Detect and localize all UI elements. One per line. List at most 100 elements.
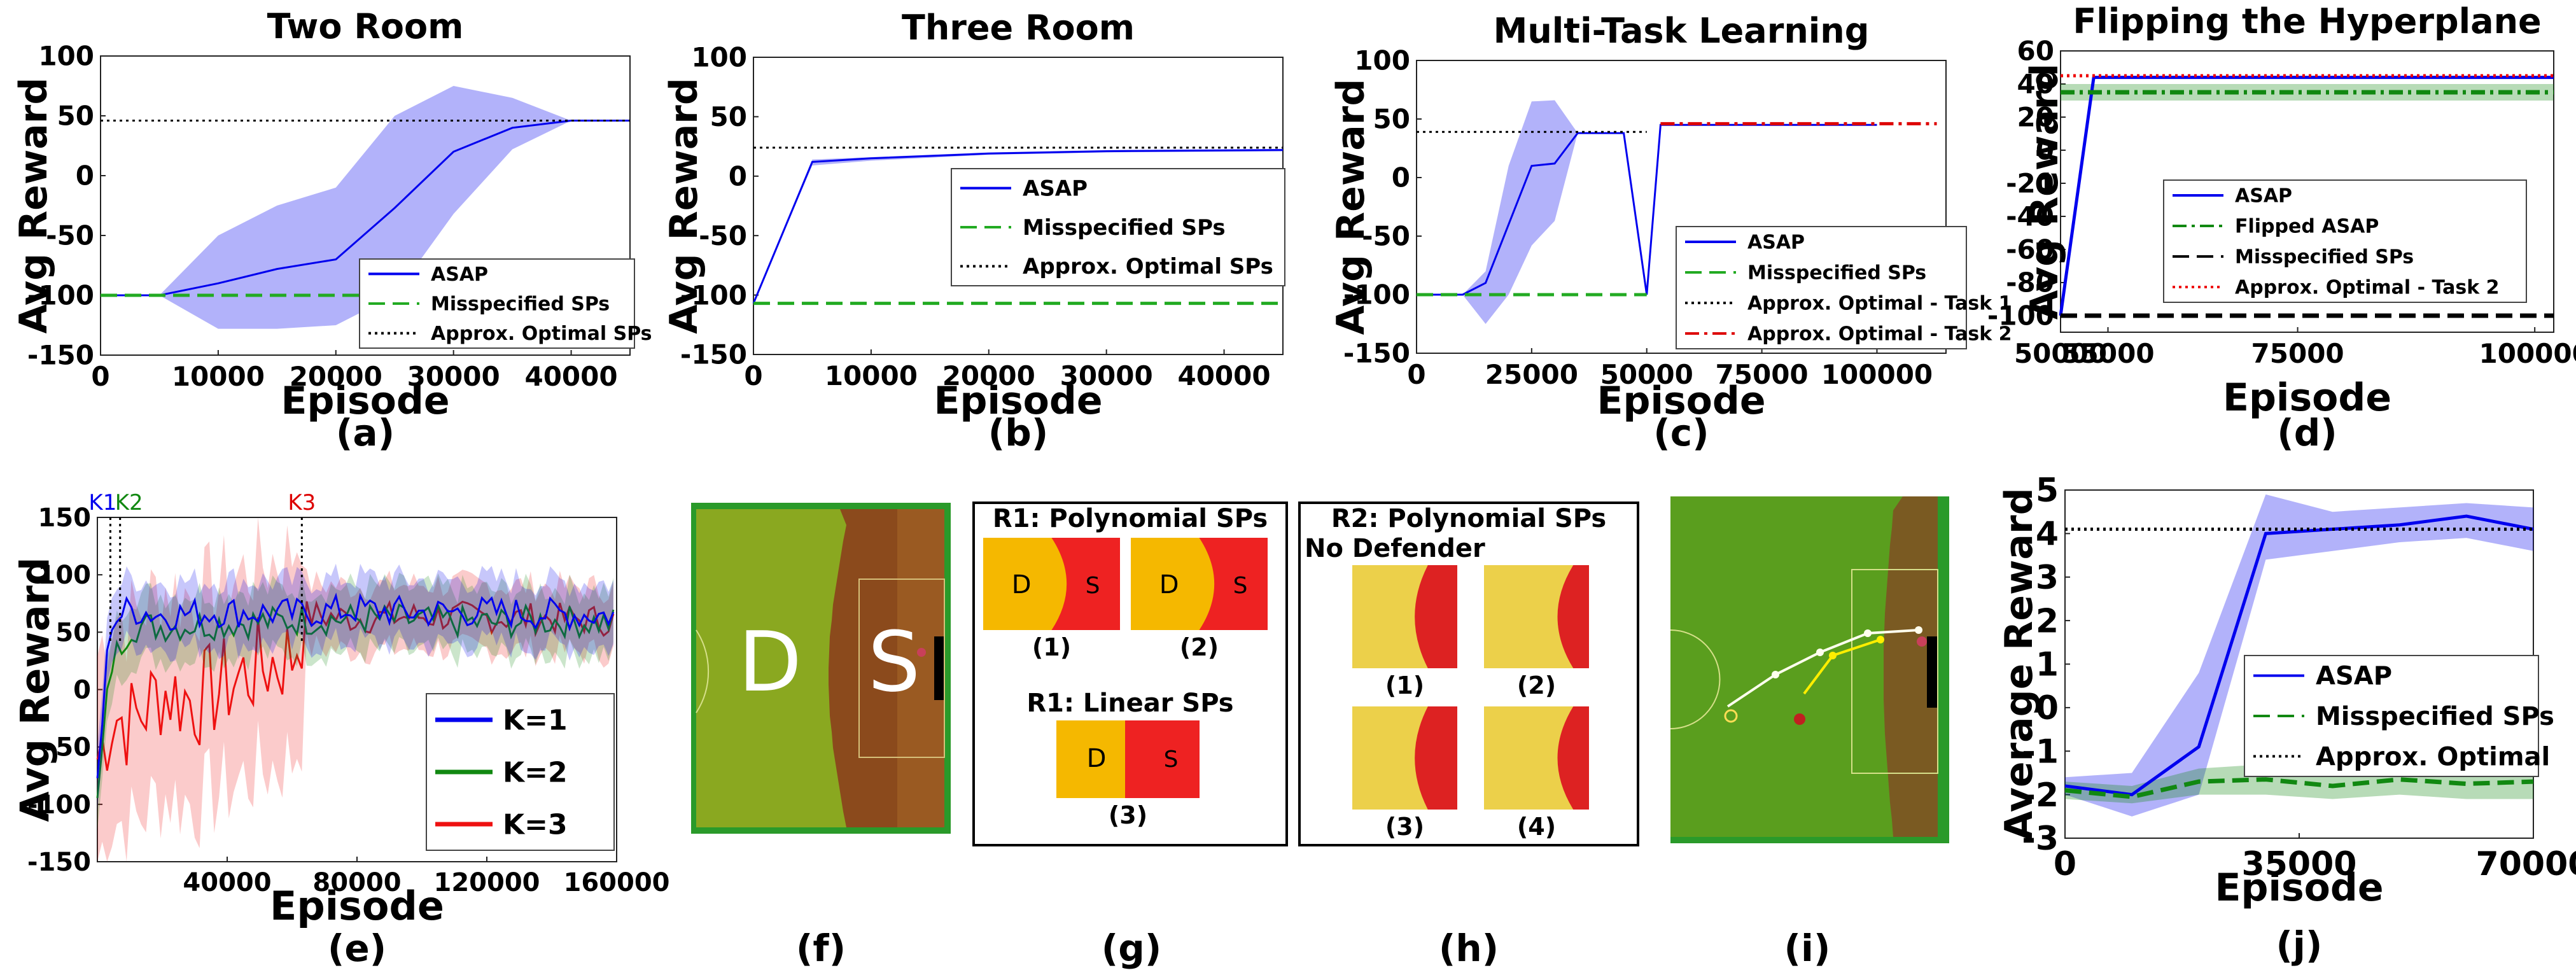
y-tick-label: -1 xyxy=(2022,733,2059,771)
y-tick-label: 0 xyxy=(729,161,747,192)
y-tick-label: 0 xyxy=(1392,162,1410,193)
panel-caption: (d) xyxy=(2277,411,2337,454)
x-tick-label: 35000 xyxy=(2242,845,2357,883)
panel-caption: (b) xyxy=(988,411,1049,454)
ball xyxy=(1917,636,1927,647)
legend-label: K=2 xyxy=(503,756,568,789)
y-tick-label: 20 xyxy=(2017,102,2054,133)
sp-region-s xyxy=(1415,706,1457,810)
y-tick-label: -150 xyxy=(27,340,94,371)
x-tick-label: 40000 xyxy=(183,868,271,897)
y-tick-label: 0 xyxy=(2036,135,2054,166)
sp-region-s xyxy=(1415,565,1457,668)
y-tick-label: 3 xyxy=(2036,559,2059,597)
striker-region xyxy=(1884,496,1938,837)
y-axis-label: Avg Reward xyxy=(12,557,59,822)
tile-caption: (3) xyxy=(1385,813,1424,841)
legend-label: K=3 xyxy=(503,808,568,841)
chart-title: Two Room xyxy=(267,6,464,46)
tile-label-s: S xyxy=(1086,573,1100,599)
legend-box xyxy=(1676,226,1967,349)
goal xyxy=(934,636,944,700)
trajectory-arrow xyxy=(1803,654,1834,695)
y-tick-label: 50 xyxy=(1373,104,1410,135)
marker-label: K1 xyxy=(88,490,116,516)
x-tick-label: 40000 xyxy=(1177,360,1270,391)
y-tick-label: -3 xyxy=(2022,820,2059,858)
y-tick-label: -100 xyxy=(27,280,94,311)
tile-label-d: D xyxy=(1012,570,1032,600)
x-tick-label: 20000 xyxy=(290,361,382,392)
x-tick-label: 40000 xyxy=(524,361,617,392)
x-axis-label: Episode xyxy=(2215,866,2383,910)
y-tick-label: 50 xyxy=(57,101,94,132)
y-tick-label: -20 xyxy=(2006,168,2054,199)
h-heading-1: R2: Polynomial SPs xyxy=(1331,504,1606,533)
panel-caption: (i) xyxy=(1784,927,1831,970)
x-tick-label: 30000 xyxy=(407,361,500,392)
panel-caption: (g) xyxy=(1102,927,1162,970)
series-line-asap xyxy=(2064,514,2534,797)
g-heading-1: R1: Polynomial SPs xyxy=(993,504,1268,533)
x-tick-label: 0 xyxy=(2054,845,2076,883)
legend-label: ASAP xyxy=(1747,232,1805,254)
trajectory-arrow xyxy=(1832,638,1881,657)
x-tick-label: 100000 xyxy=(2479,338,2576,369)
x-tick-label: 0 xyxy=(1407,359,1425,390)
chart-title: Flipping the Hyperplane xyxy=(2073,1,2541,41)
sp-region-s xyxy=(1125,720,1200,798)
x-tick-label: 0 xyxy=(744,360,762,391)
y-tick-label: -60 xyxy=(2006,234,2054,265)
series-line-K=3 xyxy=(96,600,615,771)
sp-region-s xyxy=(1557,706,1589,810)
trajectory-arrow xyxy=(1775,651,1821,676)
region-label-s: S xyxy=(868,614,921,710)
region-label-d: D xyxy=(738,614,802,710)
y-tick-label: 100 xyxy=(38,41,94,72)
y-tick-label: -100 xyxy=(27,790,91,820)
y-axis-label: Avg Reward xyxy=(662,78,706,334)
tile-label-d: D xyxy=(1087,744,1107,773)
trajectory-arrow xyxy=(1867,629,1919,635)
striker-region xyxy=(829,509,897,827)
x-axis-label: Episode xyxy=(270,883,444,929)
x-tick-label: 0 xyxy=(91,361,109,392)
y-tick-label: 100 xyxy=(38,561,92,590)
y-axis-label: Avg Reward xyxy=(1329,79,1373,335)
y-tick-label: -50 xyxy=(45,733,91,762)
penalty-box xyxy=(1851,569,1938,774)
panel-caption: (f) xyxy=(796,927,846,970)
center-circle xyxy=(696,629,710,713)
h-heading-2: No Defender xyxy=(1305,534,1485,563)
panel-caption: (j) xyxy=(2276,923,2323,967)
x-axis-label: Episode xyxy=(281,379,449,423)
series-line-asap xyxy=(752,149,1284,304)
series-line-asap xyxy=(101,120,630,297)
noise-band xyxy=(97,572,613,831)
legend-label: ASAP xyxy=(2235,185,2292,207)
chart-title: Three Room xyxy=(902,8,1135,48)
confidence-band xyxy=(2065,494,2533,817)
x-tick-label: 75000 xyxy=(1716,359,1809,390)
trajectory-arrow xyxy=(1726,673,1777,708)
series-line-misspecified-sps xyxy=(2064,777,2534,799)
x-tick-label: 70000 xyxy=(2476,845,2576,883)
confidence-band xyxy=(1417,100,1877,324)
tile-caption: (1) xyxy=(1385,671,1424,699)
y-axis-label: Avg Reward xyxy=(2022,64,2067,320)
tile-caption: (4) xyxy=(1517,813,1556,841)
y-tick-label: 0 xyxy=(2036,689,2059,727)
y-tick-label: 4 xyxy=(2036,516,2059,554)
y-tick-label: -80 xyxy=(2006,267,2054,298)
legend-label: Approx. Optimal - Task 2 xyxy=(1747,323,2012,346)
arrow-head xyxy=(1915,626,1922,634)
y-tick-label: 100 xyxy=(691,42,747,73)
y-tick-label: -50 xyxy=(699,220,747,251)
